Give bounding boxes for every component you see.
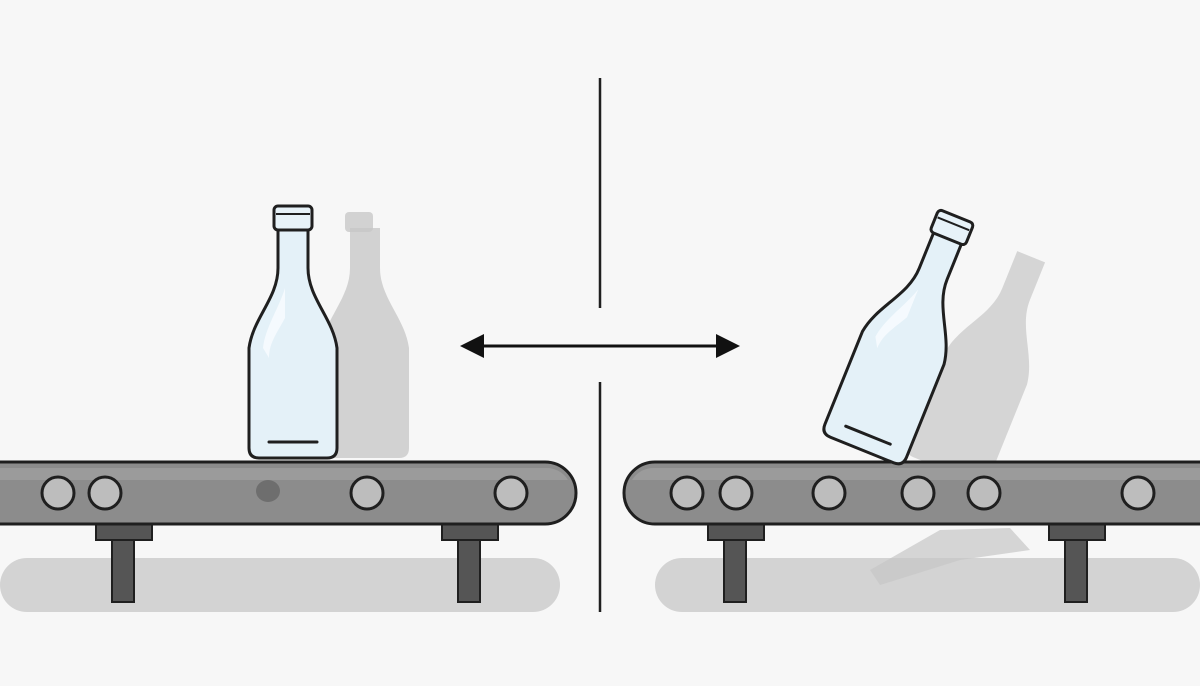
conveyor-leg (1064, 537, 1088, 603)
left-conveyor-belt (0, 460, 578, 526)
conveyor-leg (723, 537, 747, 603)
conveyor-belt-top-band (632, 467, 1200, 480)
floor-shadows (0, 558, 1200, 612)
belt-grease-mark (256, 480, 280, 502)
conveyor-leg-bracket (707, 523, 765, 541)
upright-bottle-panel (0, 204, 578, 603)
conveyor-roller (349, 475, 385, 511)
bottle-base-line (844, 424, 892, 446)
arrow-head-left (460, 334, 484, 358)
right-floor-shadow (655, 558, 1200, 612)
conveyor-leg-bracket (441, 523, 499, 541)
arrow-head-right (716, 334, 740, 358)
conveyor-roller (40, 475, 76, 511)
tilted-bottle-floor-shadow (870, 528, 1030, 585)
right-conveyor-belt (622, 460, 1200, 526)
glass-bottle-icon (247, 226, 339, 460)
conveyor-leg-bracket (1048, 523, 1106, 541)
conveyor-roller (669, 475, 705, 511)
conveyor-roller (1120, 475, 1156, 511)
conveyor-leg-bracket (95, 523, 153, 541)
conveyor-roller (493, 475, 529, 511)
upright-bottle-shadow-cap (345, 212, 373, 232)
conveyor-belt-top-band (0, 467, 568, 480)
left-conveyor-legs (95, 523, 499, 603)
conveyor-roller (87, 475, 123, 511)
bottle-highlight (263, 288, 285, 358)
conveyor-roller (811, 475, 847, 511)
conveyor-roller (966, 475, 1002, 511)
double-headed-arrow-icon (460, 334, 740, 358)
conveyor-leg (457, 537, 481, 603)
bottle-cap-ridge (937, 216, 970, 232)
left-floor-shadow (0, 558, 560, 612)
tilted-bottle (819, 208, 991, 468)
bottle-highlight (875, 289, 919, 349)
conveyor-roller (718, 475, 754, 511)
upright-bottle (247, 204, 339, 460)
conveyor-leg (111, 537, 135, 603)
conveyor-roller (900, 475, 936, 511)
tipping-bottle-panel (622, 208, 1200, 603)
bottle-cap (272, 204, 314, 232)
